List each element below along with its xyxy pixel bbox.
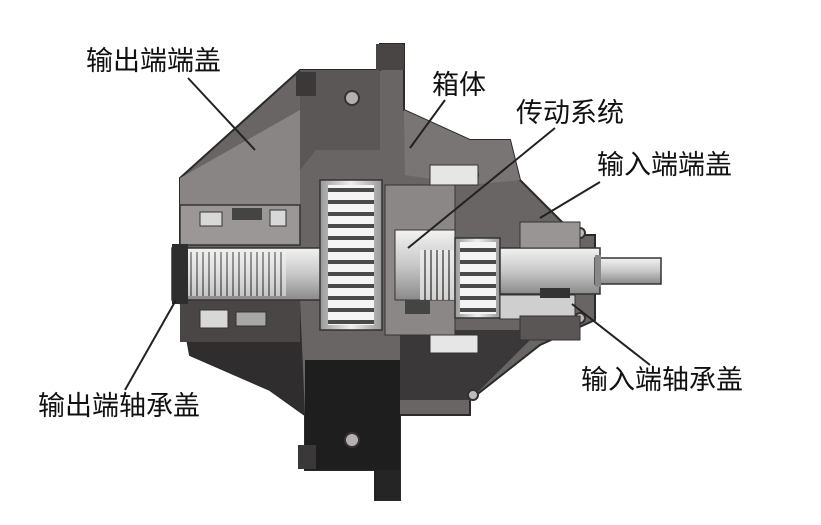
leader-input-end-cover: [539, 181, 601, 219]
output-shaft: [171, 244, 323, 304]
leader-lines: [124, 77, 651, 391]
pinion-gear: [420, 237, 501, 319]
label-housing: 箱体: [432, 70, 486, 101]
label-output-end-cover: 输出端端盖: [86, 46, 221, 77]
output-end-cover: [179, 204, 301, 342]
leader-drive-system: [407, 127, 556, 249]
label-output-bearing-cover: 输出端轴承盖: [38, 391, 200, 422]
label-input-end-cover: 输入端端盖: [597, 150, 732, 181]
leader-housing: [409, 99, 446, 149]
label-input-bearing-cover: 输入端轴承盖: [581, 365, 743, 396]
leader-output-bearing-cover: [124, 299, 177, 391]
label-drive-system: 传动系统: [516, 98, 624, 129]
leader-input-bearing-cover: [571, 303, 651, 366]
large-gear: [319, 179, 383, 331]
leader-output-end-cover: [187, 77, 256, 151]
input-end-cover: [519, 221, 581, 341]
center-hub: [384, 164, 479, 354]
